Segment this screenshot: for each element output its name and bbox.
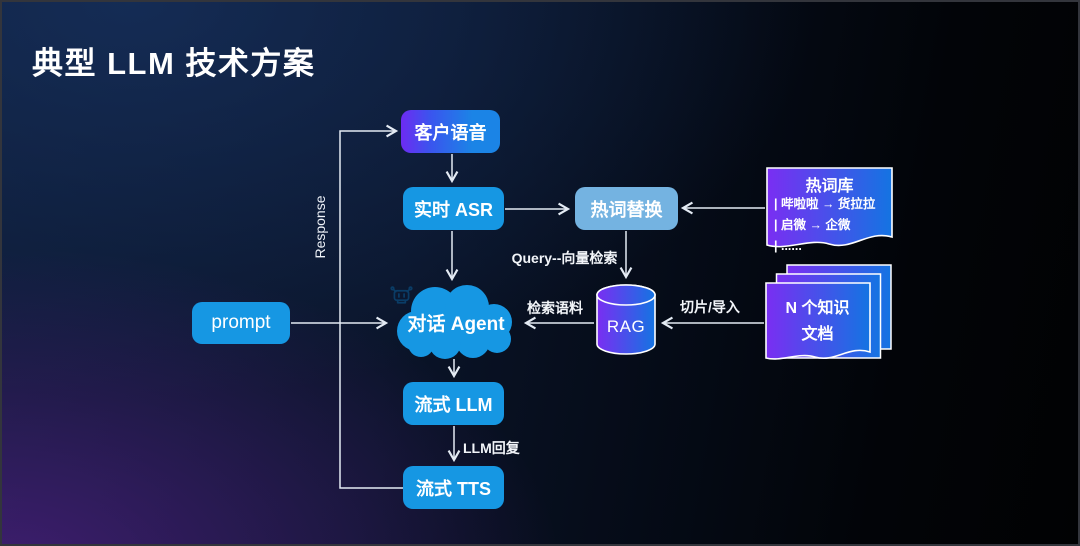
rag-label: RAG bbox=[606, 317, 646, 336]
edge-label-slice-import: 切片/导入 bbox=[680, 299, 740, 315]
hotword-item: | ...... bbox=[774, 239, 802, 253]
node-rag: RAG bbox=[595, 283, 657, 357]
streaming-tts-label: 流式 TTS bbox=[416, 478, 491, 499]
slide-title: 典型 LLM 技术方案 bbox=[32, 46, 316, 81]
knowledge-docs-label-line1: N 个知识 bbox=[785, 300, 850, 317]
node-prompt: prompt bbox=[192, 302, 290, 344]
hotword-item: | 启微 → 企微 bbox=[774, 218, 851, 232]
knowledge-docs-label-line2: 文档 bbox=[801, 326, 834, 343]
edge-label-llm-reply: LLM回复 bbox=[463, 440, 520, 456]
streaming-llm-label: 流式 LLM bbox=[414, 394, 493, 415]
node-realtime-asr: 实时 ASR bbox=[403, 187, 504, 230]
edge-label-query-vector: Query--向量检索 bbox=[511, 250, 618, 266]
node-customer-voice: 客户语音 bbox=[401, 110, 500, 153]
robot-icon bbox=[390, 286, 413, 304]
prompt-label: prompt bbox=[211, 312, 271, 333]
document-stack-shape bbox=[765, 264, 892, 360]
node-hotword-library: 热词库 | 哔啦啦 → 货拉拉 | 启微 → 企微 | ...... bbox=[766, 167, 893, 259]
cloud-shape bbox=[397, 285, 512, 359]
document-shape bbox=[766, 167, 893, 248]
node-knowledge-docs: N 个知识 文档 bbox=[765, 264, 893, 380]
edge-label-response: Response bbox=[312, 195, 328, 259]
dialog-agent-label: 对话 Agent bbox=[407, 313, 505, 335]
realtime-asr-label: 实时 ASR bbox=[413, 199, 493, 220]
customer-voice-label: 客户语音 bbox=[414, 122, 487, 143]
database-cylinder-shape bbox=[596, 284, 656, 355]
hotword-library-title: 热词库 bbox=[805, 178, 854, 195]
node-dialog-agent: 对话 Agent bbox=[390, 284, 522, 360]
hotword-item: | 哔啦啦 → 货拉拉 bbox=[774, 197, 876, 211]
edge-label-retrieval-corpus: 检索语料 bbox=[527, 300, 583, 316]
node-streaming-llm: 流式 LLM bbox=[403, 382, 504, 425]
node-streaming-tts: 流式 TTS bbox=[403, 466, 504, 509]
node-hotword-replace: 热词替换 bbox=[575, 187, 678, 230]
hotword-replace-label: 热词替换 bbox=[590, 199, 663, 220]
